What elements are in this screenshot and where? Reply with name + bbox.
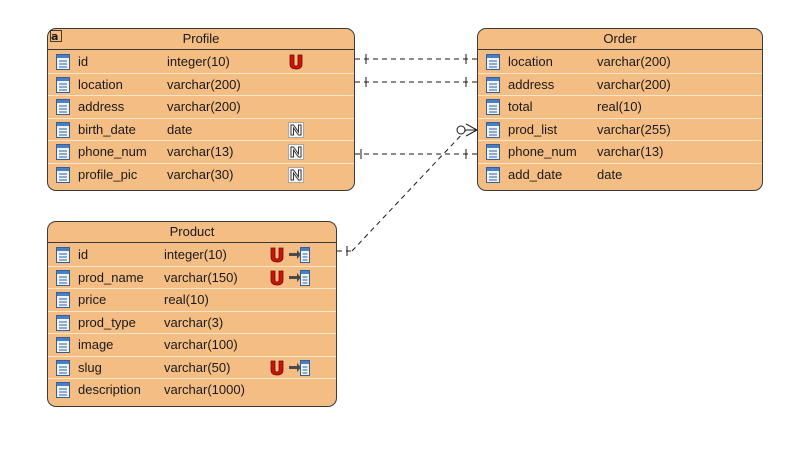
nullable-icon xyxy=(288,144,304,160)
column-icon xyxy=(56,359,70,376)
relationship-profile-id-order-location[interactable] xyxy=(355,54,477,64)
column-icon xyxy=(486,166,500,183)
column-icon xyxy=(56,166,70,183)
unique-key-icon xyxy=(269,247,285,263)
column-name: address xyxy=(78,99,125,114)
column-row-phone-num[interactable]: phone_num varchar(13) xyxy=(48,141,354,164)
column-type: varchar(1000) xyxy=(164,382,245,397)
column-row-prod-name[interactable]: prod_name varchar(150) xyxy=(48,267,336,289)
column-type: varchar(150) xyxy=(164,269,238,285)
column-icon xyxy=(56,292,70,308)
column-icon xyxy=(56,99,70,115)
foreign-key-icon xyxy=(288,269,310,287)
entity-title: Order xyxy=(478,29,762,50)
column-icon xyxy=(56,382,70,398)
column-type: varchar(3) xyxy=(164,314,224,330)
column-icon xyxy=(486,76,500,93)
column-row-description[interactable]: description varchar(1000) xyxy=(48,379,336,402)
column-icon xyxy=(56,337,70,353)
column-type: varchar(200) xyxy=(167,76,241,92)
column-row-price[interactable]: price real(10) xyxy=(48,289,336,312)
column-type: varchar(13) xyxy=(597,144,664,159)
column-icon xyxy=(486,144,500,160)
column-name: prod_name xyxy=(78,269,144,285)
column-icon xyxy=(56,269,70,286)
column-name: price xyxy=(78,292,107,307)
column-type: date xyxy=(597,166,623,182)
column-icon xyxy=(56,54,70,70)
column-icon xyxy=(56,247,70,263)
column-type: varchar(13) xyxy=(167,144,234,159)
column-name: total xyxy=(508,99,533,114)
column-type: real(10) xyxy=(597,99,642,114)
column-type: varchar(200) xyxy=(597,54,671,69)
entity-title: Profile xyxy=(48,29,354,50)
column-row-prod-list[interactable]: prod_list varchar(255) xyxy=(478,119,762,141)
column-name: image xyxy=(78,337,114,352)
column-name: prod_type xyxy=(78,314,136,330)
column-name: birth_date xyxy=(78,121,136,137)
column-row-address[interactable]: address varchar(200) xyxy=(478,74,762,96)
column-name: location xyxy=(508,54,553,69)
column-icon xyxy=(56,121,70,138)
unique-key-icon xyxy=(269,360,285,376)
relationship-profile-location-order-address[interactable] xyxy=(355,77,477,87)
relationship-profile-phone-order-phone[interactable] xyxy=(355,149,477,159)
entity-title: Product xyxy=(48,222,336,243)
entity-order[interactable]: Order location varchar(200) address varchar… xyxy=(477,28,763,191)
column-row-address[interactable]: address varchar(200) xyxy=(48,96,354,119)
unique-key-icon xyxy=(288,54,304,70)
column-name: slug xyxy=(78,359,102,375)
column-row-phone-num[interactable]: phone_num varchar(13) xyxy=(478,141,762,164)
column-type: varchar(100) xyxy=(164,337,238,352)
column-row-profile-pic[interactable]: profile_pic varchar(30) xyxy=(48,164,354,187)
svg-text:a: a xyxy=(51,30,58,42)
column-icon xyxy=(56,144,70,160)
column-name: phone_num xyxy=(508,144,577,159)
foreign-key-icon xyxy=(288,246,310,264)
column-icon xyxy=(56,76,70,93)
unique-key-icon xyxy=(269,270,285,286)
column-type: varchar(50) xyxy=(164,359,231,375)
column-type: integer(10) xyxy=(167,54,230,69)
column-type: varchar(200) xyxy=(597,76,671,92)
foreign-key-icon xyxy=(288,359,310,377)
column-row-location[interactable]: location varchar(200) xyxy=(48,74,354,96)
entity-profile[interactable]: a Profile id integer(10) location varchar(2… xyxy=(47,28,355,191)
column-name: prod_list xyxy=(508,121,558,137)
column-type: integer(10) xyxy=(164,247,227,262)
column-type: varchar(200) xyxy=(167,99,241,114)
column-name: profile_pic xyxy=(78,166,138,182)
column-type: varchar(30) xyxy=(167,166,234,182)
column-row-id[interactable]: id integer(10) xyxy=(48,51,354,74)
column-icon xyxy=(486,99,500,115)
column-name: description xyxy=(78,382,141,397)
column-name: id xyxy=(78,54,89,69)
column-name: location xyxy=(78,76,123,92)
entity-product[interactable]: Product id integer(10) prod_name varchar(15… xyxy=(47,221,337,407)
column-row-birth-date[interactable]: birth_date date xyxy=(48,119,354,141)
column-row-prod-type[interactable]: prod_type varchar(3) xyxy=(48,312,336,334)
column-name: address xyxy=(508,76,555,92)
column-name: add_date xyxy=(508,166,563,182)
column-row-image[interactable]: image varchar(100) xyxy=(48,334,336,357)
column-type: varchar(255) xyxy=(597,121,671,137)
column-row-total[interactable]: total real(10) xyxy=(478,96,762,119)
nullable-icon xyxy=(288,166,304,183)
column-icon xyxy=(56,314,70,331)
nullable-icon xyxy=(288,121,304,138)
column-icon xyxy=(486,54,500,70)
entity-corner-icon: a xyxy=(50,30,62,42)
column-name: id xyxy=(78,247,89,262)
column-type: date xyxy=(167,121,193,137)
column-name: phone_num xyxy=(78,144,147,159)
column-row-location[interactable]: location varchar(200) xyxy=(478,51,762,74)
column-row-add-date[interactable]: add_date date xyxy=(478,164,762,187)
column-row-slug[interactable]: slug varchar(50) xyxy=(48,357,336,379)
relationship-product-id-order-prodlist[interactable] xyxy=(337,123,478,256)
column-icon xyxy=(486,121,500,138)
column-type: real(10) xyxy=(164,292,209,307)
column-row-id[interactable]: id integer(10) xyxy=(48,244,336,267)
